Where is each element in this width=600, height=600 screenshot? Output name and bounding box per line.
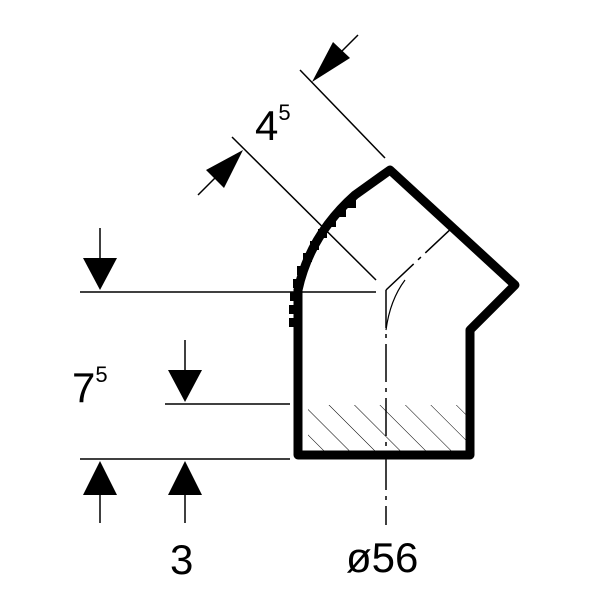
socket-ring-teeth — [289, 199, 356, 327]
hatched-section — [308, 405, 468, 455]
angled-extension-line-2 — [299, 69, 386, 159]
angled-arrow-bottom — [197, 150, 243, 196]
height-label: 75 — [72, 362, 108, 411]
down-arrow-mid — [168, 340, 202, 402]
angle-length-label: 45 — [255, 100, 291, 149]
up-arrow-bottom-mid — [168, 461, 202, 523]
inner-vertex-curve — [385, 279, 406, 331]
down-arrow-top-left — [83, 228, 117, 290]
bottom-offset-label: 3 — [170, 536, 193, 583]
angled-arrow-top — [312, 34, 359, 82]
diameter-label: ø56 — [346, 534, 418, 581]
angled-centerline — [385, 224, 456, 291]
up-arrow-bottom-left — [83, 461, 117, 523]
angled-extension-line-1 — [231, 136, 377, 281]
